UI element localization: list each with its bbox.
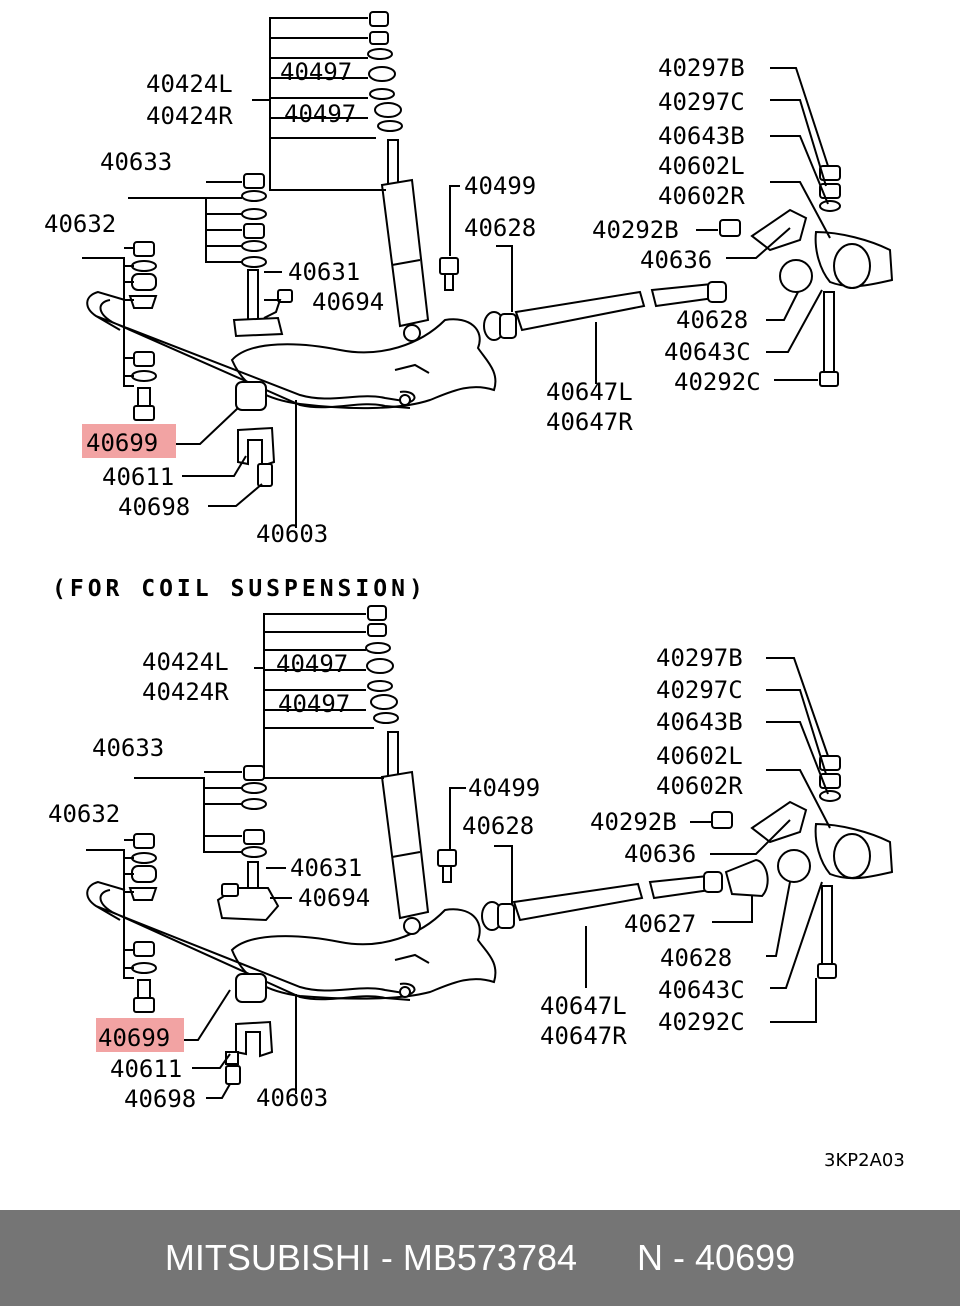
label-40297C: 40297C [658,88,745,116]
ref-prefix: N - [637,1237,696,1278]
label-40297B: 40297B [656,644,743,672]
label-40647R: 40647R [540,1022,627,1050]
ref-number: 40699 [695,1237,796,1278]
crossmember-bracket [719,165,894,387]
label-40497-b: 40497 [278,690,350,718]
label-40633: 40633 [100,148,172,176]
mid-stack [216,765,280,922]
body-panel [230,318,497,410]
label-40627: 40627 [624,910,696,938]
leader-lines [86,613,831,1099]
drawing-code: 3KP2A03 [824,1150,905,1171]
strut-bar [481,858,769,931]
label-40292C: 40292C [658,1008,745,1036]
section-caption: (FOR COIL SUSPENSION) [52,576,427,602]
label-40698: 40698 [124,1085,196,1113]
label-40636: 40636 [640,246,712,274]
brand-name: MITSUBISHI [164,1237,371,1278]
label-40424R: 40424R [142,678,229,706]
bracket [235,1020,274,1058]
label-40603: 40603 [256,520,328,548]
part-footer: MITSUBISHI - MB573784 N - 40699 [0,1210,960,1306]
label-40602R: 40602R [656,772,743,800]
label-40628-b: 40628 [676,306,748,334]
shock-absorber [380,139,430,342]
shock-absorber [380,731,430,935]
bushing [235,381,267,411]
label-40631: 40631 [290,854,362,882]
link-stack [128,833,158,1013]
label-40698: 40698 [118,493,190,521]
body-panel [230,908,497,1000]
label-40602L: 40602L [658,152,745,180]
highlight-40699 [96,1018,184,1052]
label-40632: 40632 [48,800,120,828]
label-40497-b: 40497 [284,100,356,128]
label-40611: 40611 [102,463,174,491]
label-40297C: 40297C [656,676,743,704]
label-40628-b: 40628 [660,944,732,972]
label-40647L: 40647L [540,992,627,1020]
label-40694: 40694 [312,288,384,316]
label-40297B: 40297B [658,54,745,82]
label-40497-a: 40497 [276,650,348,678]
crossmember-bracket [711,755,894,979]
label-40292C: 40292C [674,368,761,396]
part-number: MB573784 [402,1237,578,1278]
label-40647R: 40647R [546,408,633,436]
label-40643B: 40643B [656,708,743,736]
label-40424L: 40424L [142,648,229,676]
label-40633: 40633 [92,734,164,762]
highlight-40699 [82,424,176,458]
stabilizer-bar [86,880,416,1001]
label-40497-a: 40497 [280,58,352,86]
label-40602R: 40602R [658,182,745,210]
label-40636: 40636 [624,840,696,868]
label-40699: 40699 [98,1024,170,1052]
label-40628-a: 40628 [464,214,536,242]
label-40424L: 40424L [146,70,233,98]
label-40628-a: 40628 [462,812,534,840]
label-40643B: 40643B [658,122,745,150]
brand-separator: - [370,1237,403,1278]
label-40603: 40603 [256,1084,328,1112]
label-40499: 40499 [468,774,540,802]
label-40632: 40632 [44,210,116,238]
washer-stack [365,605,399,724]
strut-bar [483,281,727,341]
top-diagram: 40424L 40424R 40497 40497 40633 40632 40… [44,11,894,548]
label-40694: 40694 [298,884,370,912]
washer-stack [367,11,403,132]
label-40643C: 40643C [664,338,751,366]
label-40292B: 40292B [590,808,677,836]
label-40499: 40499 [464,172,536,200]
label-40643C: 40643C [658,976,745,1004]
bushing [235,973,267,1003]
gap [577,1237,637,1279]
label-40292B: 40292B [592,216,679,244]
label-40424R: 40424R [146,102,233,130]
bottom-diagram: 40424L 40424R 40497 40497 40633 40632 40… [48,605,894,1113]
mid-stack [232,173,293,338]
label-40647L: 40647L [546,378,633,406]
leader-lines [82,17,831,528]
parts-diagram: 40424L 40424R 40497 40497 40633 40632 40… [44,11,905,1171]
stabilizer-bar [86,290,416,409]
label-40699: 40699 [86,429,158,457]
label-40611: 40611 [110,1055,182,1083]
label-40602L: 40602L [656,742,743,770]
label-40631: 40631 [288,258,360,286]
